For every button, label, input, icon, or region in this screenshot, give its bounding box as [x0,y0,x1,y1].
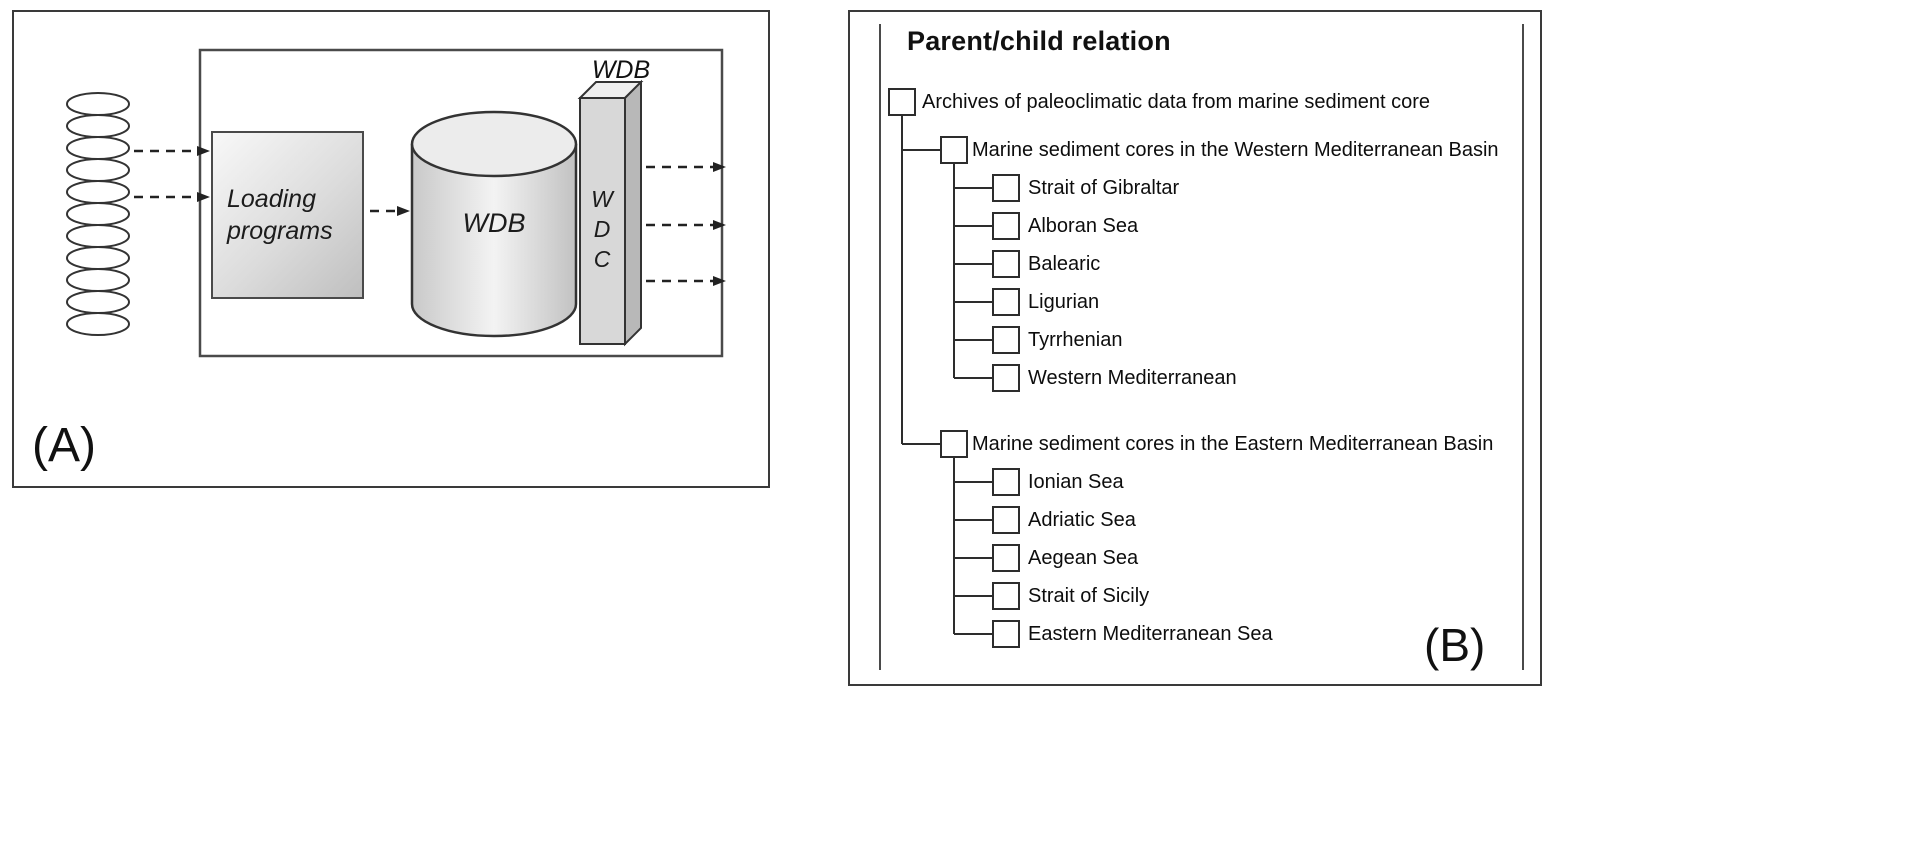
dashed-flow-arrows [134,146,726,286]
tree-checkbox-western-mediterranean[interactable] [992,364,1020,392]
tree-checkbox-adriatic-sea[interactable] [992,506,1020,534]
tree-node-label-eastern-mediterranean-sea: Eastern Mediterranean Sea [1028,623,1273,645]
tree-node-label-strait-of-gibraltar: Strait of Gibraltar [1028,177,1180,199]
wdb-slab-title: WDB [591,56,651,84]
tree-node-label-eastern-basin: Marine sediment cores in the Eastern Med… [972,433,1494,455]
tree-node-label-ionian-sea: Ionian Sea [1028,471,1124,493]
tree-node-label-western-mediterranean: Western Mediterranean [1028,367,1237,389]
tree-checkbox-balearic[interactable] [992,250,1020,278]
tree-checkbox-root[interactable] [888,88,916,116]
tree-node-label-alboran-sea: Alboran Sea [1028,215,1139,237]
panel-b: Parent/child relation Archives of paleoc… [848,10,1542,686]
loading-programs-box: Loading programs [211,131,364,299]
tree-checkbox-strait-of-sicily[interactable] [992,582,1020,610]
panel-a: Loading programs WDB WDB W D C (A) [12,10,770,488]
tree-checkbox-eastern-mediterranean-sea[interactable] [992,620,1020,648]
wdb-cylinder-icon [410,110,578,338]
tree-node-label-root: Archives of paleoclimatic data from mari… [922,91,1430,113]
panel-a-diagram [66,48,726,358]
tree-checkbox-ionian-sea[interactable] [992,468,1020,496]
tree-node-label-adriatic-sea: Adriatic Sea [1028,509,1136,531]
tree-node-label-aegean-sea: Aegean Sea [1028,547,1139,569]
wdb-cylinder-label: WDB [462,208,526,238]
wdc-vertical-label: W D C [580,184,624,274]
loading-programs-label: Loading programs [227,185,333,245]
tree-frame-line-right [1522,24,1524,670]
tree-checkbox-ligurian[interactable] [992,288,1020,316]
tree-node-label-western-basin: Marine sediment cores in the Western Med… [972,139,1499,161]
system-boundary-box [198,48,724,358]
tree-node-label-balearic: Balearic [1028,253,1101,275]
tree-checkbox-tyrrhenian[interactable] [992,326,1020,354]
wdc-letter-c: C [593,246,611,272]
tree-node-label-ligurian: Ligurian [1028,291,1100,313]
tree-connector-lines [901,116,992,635]
tree-checkbox-strait-of-gibraltar[interactable] [992,174,1020,202]
tree-checkbox-western-basin[interactable] [940,136,968,164]
tree-checkbox-alboran-sea[interactable] [992,212,1020,240]
wdc-letter-w: W [591,186,613,212]
panel-b-caption: (B) [1424,619,1486,671]
tree-frame-line-left [879,24,881,670]
tree-checkbox-eastern-basin[interactable] [940,430,968,458]
tree-node-label-tyrrhenian: Tyrrhenian [1028,329,1123,351]
disk-stack-icon [66,92,130,336]
tree-title: Parent/child relation [907,26,1171,56]
tree-node-label-strait-of-sicily: Strait of Sicily [1028,585,1150,607]
panel-a-caption: (A) [32,419,96,472]
tree-checkbox-aegean-sea[interactable] [992,544,1020,572]
wdc-slab-icon [577,79,644,347]
wdc-letter-d: D [593,216,611,242]
